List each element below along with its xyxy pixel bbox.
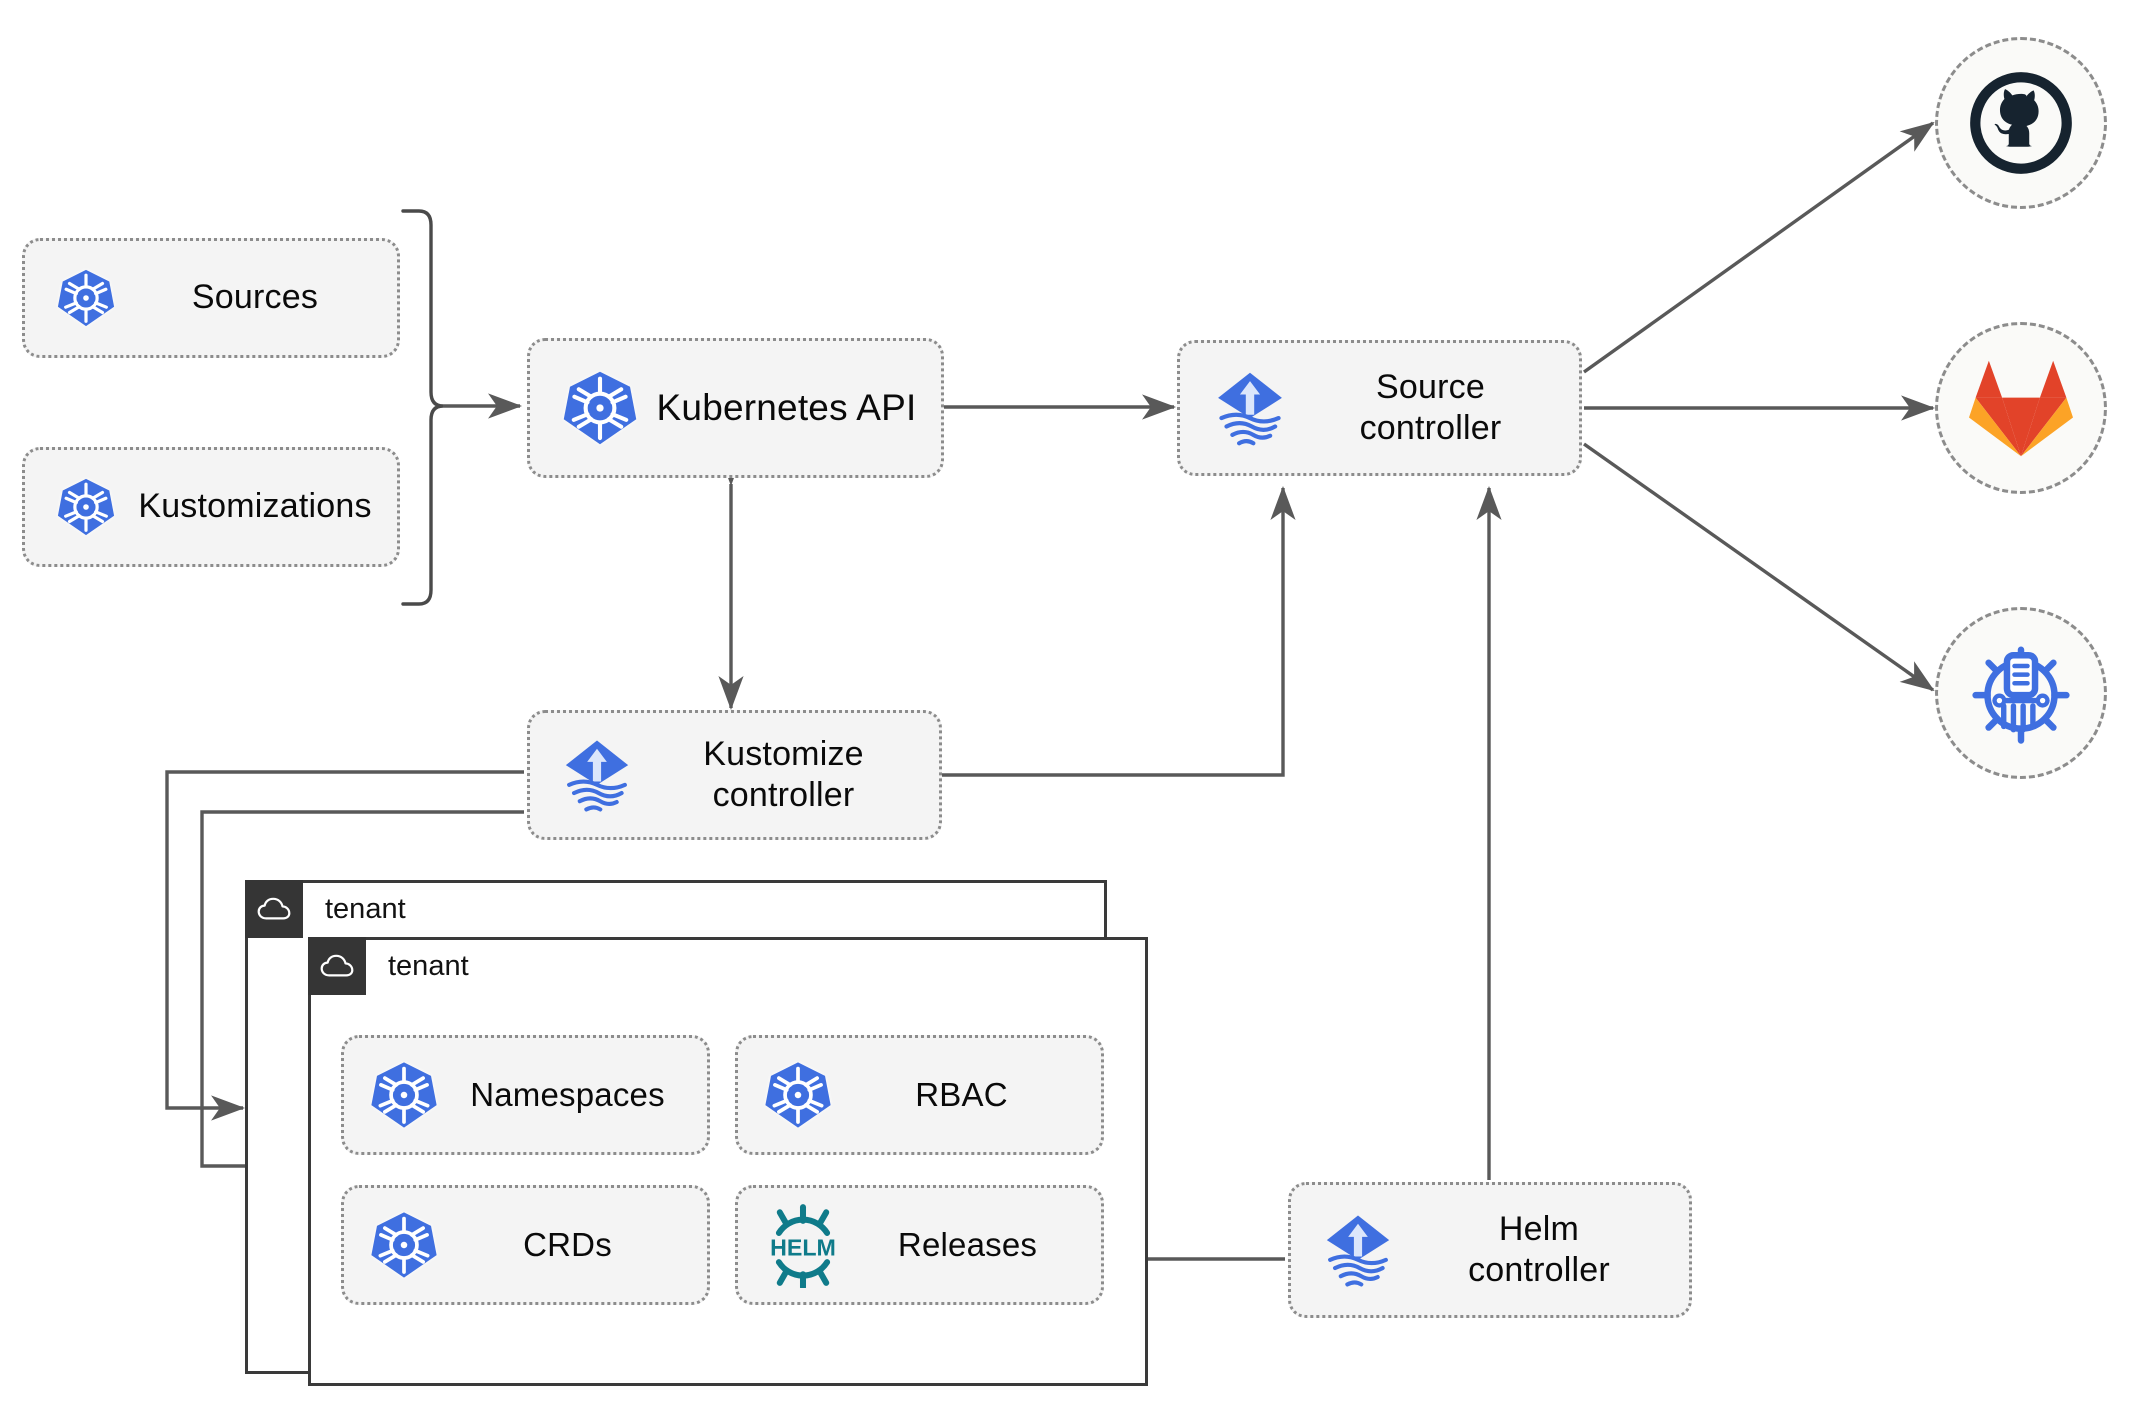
resource-releases[interactable]: HELM Releases <box>735 1185 1104 1305</box>
node-sources[interactable]: Sources <box>22 238 400 358</box>
resource-releases-label: Releases <box>897 1225 1038 1263</box>
node-sources-label: Sources <box>191 278 319 317</box>
kustomize-controller-line2: controller <box>712 776 855 814</box>
kubernetes-icon <box>368 1209 440 1281</box>
tenant-outer-label: tenant <box>325 893 406 925</box>
node-kubernetes-api-label: Kubernetes API <box>656 387 917 429</box>
gitlab-icon <box>1969 360 2073 457</box>
cloud-icon <box>245 880 303 938</box>
node-kustomizations[interactable]: Kustomizations <box>22 447 400 567</box>
edge-sourcecontroller-to-github <box>1583 121 1935 374</box>
node-source-controller[interactable]: Source controller <box>1177 340 1582 476</box>
node-helm-controller[interactable]: Helm controller <box>1288 1182 1692 1318</box>
svg-text:HELM: HELM <box>770 1234 836 1260</box>
resource-crds-label: CRDs <box>523 1225 612 1263</box>
kubernetes-icon <box>560 368 640 448</box>
edge-kustomizecontroller-to-sourcecontroller <box>940 485 1296 777</box>
helm-controller-line2: controller <box>1468 1251 1610 1289</box>
node-kustomize-controller-label: Kustomize controller <box>642 734 939 817</box>
node-kustomizations-label: Kustomizations <box>138 487 372 526</box>
source-controller-line1: Source <box>1376 367 1485 406</box>
resource-namespaces[interactable]: Namespaces <box>341 1035 710 1155</box>
resource-namespaces-label: Namespaces <box>470 1075 665 1113</box>
tenant-inner-label: tenant <box>388 950 469 982</box>
kubernetes-icon <box>55 267 117 329</box>
harbor-icon <box>1972 646 2070 744</box>
kustomize-controller-line1: Kustomize <box>703 734 864 773</box>
flux-icon <box>1208 366 1292 450</box>
tenant-frame-inner[interactable]: tenant <box>308 937 1148 1386</box>
kubernetes-icon <box>55 476 117 538</box>
tenant-outer-header: tenant <box>245 880 406 938</box>
node-helm-controller-label: Helm controller <box>1403 1209 1689 1292</box>
edge-sourcecontroller-to-harbor <box>1583 442 1935 692</box>
kubernetes-icon <box>762 1059 834 1131</box>
kubernetes-icon <box>368 1059 440 1131</box>
helm-controller-line1: Helm <box>1498 1209 1580 1248</box>
cloud-icon <box>308 937 366 995</box>
source-controller-line2: controller <box>1359 409 1502 447</box>
resource-crds[interactable]: CRDs <box>341 1185 710 1305</box>
flux-icon <box>1317 1209 1399 1291</box>
helm-icon: HELM <box>760 1202 846 1288</box>
node-source-controller-label: Source controller <box>1296 367 1579 450</box>
flux-icon <box>556 734 638 816</box>
node-kubernetes-api[interactable]: Kubernetes API <box>527 338 944 478</box>
resource-rbac[interactable]: RBAC <box>735 1035 1104 1155</box>
node-kustomize-controller[interactable]: Kustomize controller <box>527 710 942 840</box>
tenant-inner-header: tenant <box>308 937 469 995</box>
github-icon <box>1970 72 2072 174</box>
group-brace <box>401 209 444 606</box>
provider-github[interactable] <box>1935 37 2107 209</box>
resource-rbac-label: RBAC <box>915 1075 1008 1113</box>
provider-harbor[interactable] <box>1935 607 2107 779</box>
provider-gitlab[interactable] <box>1935 322 2107 494</box>
